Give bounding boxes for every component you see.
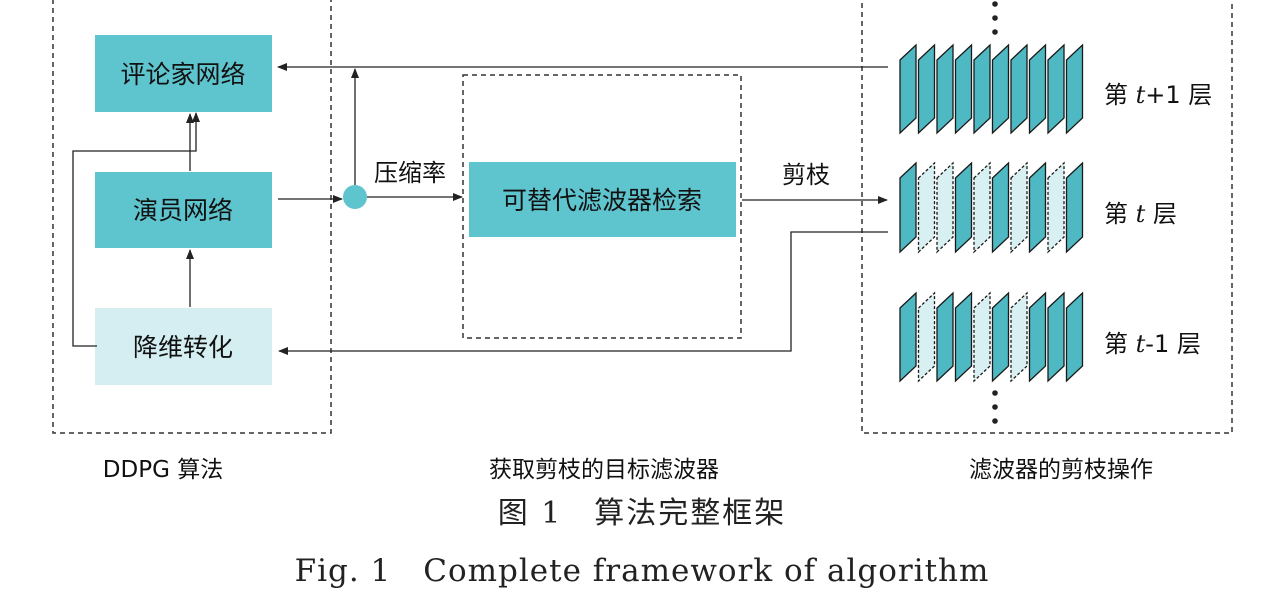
filter-kept <box>1065 291 1084 383</box>
filter-pruned <box>973 291 991 383</box>
filter-kept <box>1028 291 1047 383</box>
critic-network-box <box>95 35 272 112</box>
figure-caption-cn: 图 1 算法完整框架 <box>498 496 787 531</box>
filter-kept <box>954 161 973 254</box>
filter-kept <box>1047 291 1065 383</box>
filter-kept <box>899 161 917 254</box>
filter-kept <box>1028 43 1047 135</box>
search-panel <box>462 74 742 339</box>
ddpg-panel <box>52 0 332 434</box>
filter-kept <box>991 43 1010 135</box>
filter-pruned <box>1010 161 1028 254</box>
filter-kept <box>991 291 1010 383</box>
search-caption: 获取剪枝的目标滤波器 <box>489 457 719 483</box>
filter-kept <box>1065 161 1084 254</box>
layer-bottom-label: 第 t-1 层 <box>1104 330 1201 358</box>
compression-node <box>343 185 367 209</box>
filter-kept <box>899 291 917 383</box>
pruning-panel <box>861 0 1233 434</box>
filter-stack-layer-top <box>899 43 1084 135</box>
actor-network-box <box>95 172 272 248</box>
dimension-reduction-box <box>95 308 272 385</box>
filter-kept <box>899 43 917 135</box>
filter-kept <box>917 43 936 135</box>
filter-pruned <box>1047 161 1065 254</box>
filter-stack-layer-bottom <box>899 291 1084 383</box>
layer-mid-label: 第 t 层 <box>1104 200 1177 228</box>
dimension-reduction-label: 降维转化 <box>133 333 233 362</box>
ddpg-caption: DDPG 算法 <box>103 457 223 483</box>
filter-kept <box>991 161 1010 254</box>
filter-stack-layer-mid <box>899 161 1084 254</box>
actor-network-label: 演员网络 <box>133 196 233 225</box>
layer-top-label: 第 t+1 层 <box>1104 81 1212 109</box>
ellipsis-top-icon <box>992 1 998 35</box>
filter-kept <box>1010 43 1028 135</box>
filter-kept <box>954 291 973 383</box>
critic-network-label: 评论家网络 <box>120 60 245 89</box>
filter-search-box <box>469 162 736 237</box>
pruning-caption: 滤波器的剪枝操作 <box>969 457 1153 483</box>
filter-search-label: 可替代滤波器检索 <box>502 186 702 215</box>
filter-kept <box>973 43 991 135</box>
filter-pruned <box>917 161 936 254</box>
filter-pruned <box>936 161 954 254</box>
figure-caption-en: Fig. 1 Complete framework of algorithm <box>295 553 990 589</box>
filter-pruned <box>917 291 936 383</box>
filter-kept <box>936 291 954 383</box>
compression-rate-label: 压缩率 <box>374 159 446 187</box>
feedback-to-critic-arrow <box>72 112 200 347</box>
filter-kept <box>1065 43 1084 135</box>
filter-kept <box>936 43 954 135</box>
filter-pruned <box>973 161 991 254</box>
filter-kept <box>1028 161 1047 254</box>
layer-to-reduction-arrow <box>278 231 888 355</box>
filter-kept <box>954 43 973 135</box>
filter-kept <box>1047 43 1065 135</box>
filter-pruned <box>1010 291 1028 383</box>
ellipsis-bottom-icon <box>992 390 998 424</box>
prune-label: 剪枝 <box>782 161 830 189</box>
